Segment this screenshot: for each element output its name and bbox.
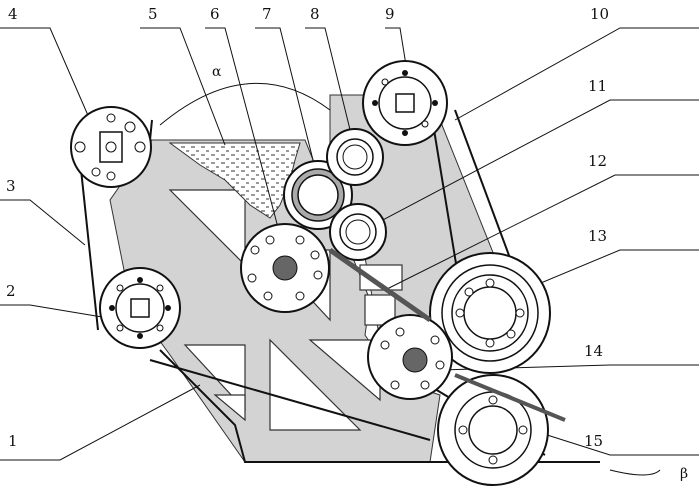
- roll-8: [327, 129, 383, 185]
- label-7: 7: [262, 5, 272, 23]
- label-13: 13: [588, 227, 607, 245]
- label-9: 9: [385, 5, 395, 23]
- label-8: 8: [310, 5, 320, 23]
- leader-1: [0, 385, 200, 460]
- label-3: 3: [6, 177, 16, 195]
- roll-14: [368, 315, 452, 399]
- roll-2: [100, 268, 180, 348]
- label-4: 4: [8, 5, 18, 23]
- leader-3: [0, 200, 85, 245]
- label-2: 2: [6, 282, 16, 300]
- roll-6: [241, 224, 329, 312]
- label-5: 5: [148, 5, 158, 23]
- roll-9: [363, 61, 447, 145]
- label-10: 10: [590, 5, 609, 23]
- alpha-label: α: [212, 64, 222, 80]
- roll-11: [330, 204, 386, 260]
- leader-5: [140, 28, 225, 145]
- roll-4: [71, 107, 151, 187]
- leader-10: [455, 28, 699, 120]
- leader-4: [0, 28, 90, 120]
- label-12: 12: [588, 152, 607, 170]
- label-11: 11: [588, 77, 607, 95]
- label-1: 1: [8, 432, 18, 450]
- beta-arc: [610, 470, 660, 475]
- label-14: 14: [584, 342, 603, 360]
- label-6: 6: [210, 5, 220, 23]
- label-15: 15: [584, 432, 603, 450]
- beta-label: β: [680, 466, 688, 482]
